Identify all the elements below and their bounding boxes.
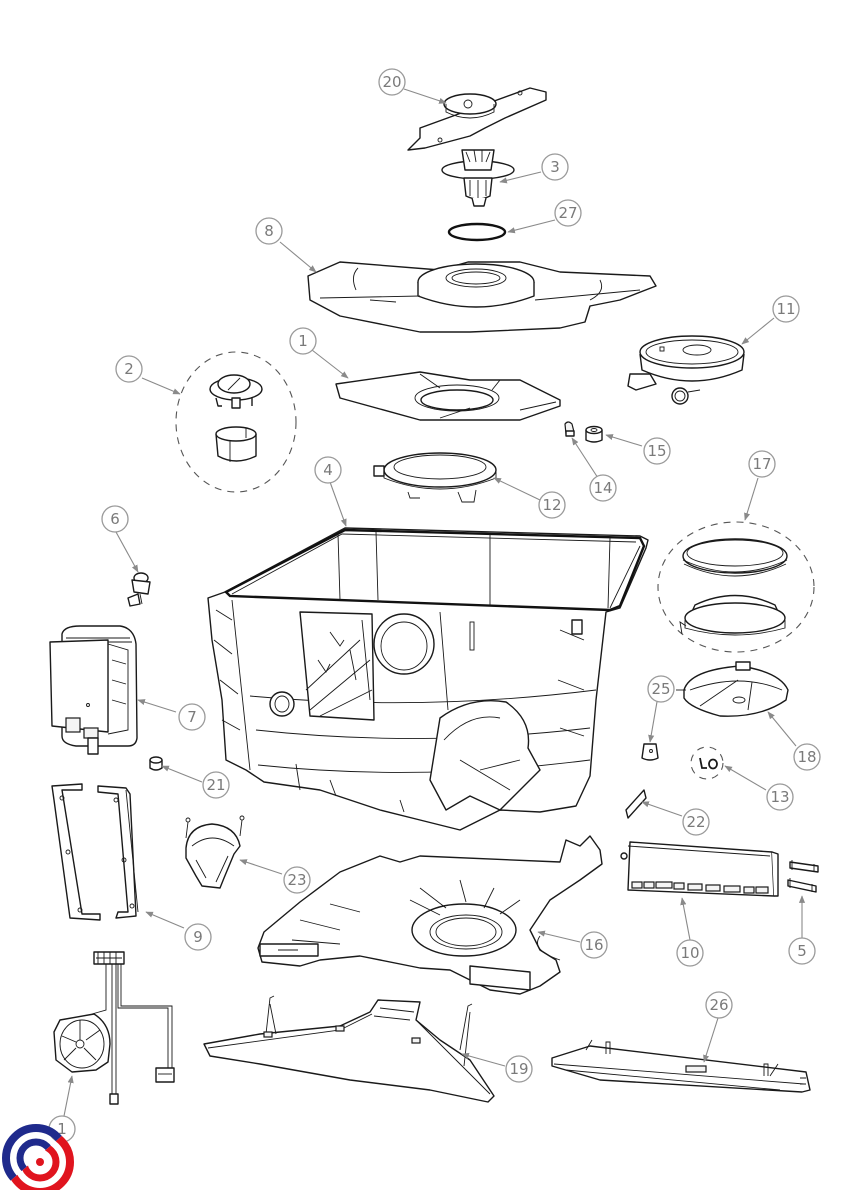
callout-15[interactable]: 15 [643, 437, 671, 465]
callout-14[interactable]: 14 [589, 474, 617, 502]
part-upper-spray-arm[interactable] [407, 87, 547, 151]
callout-4[interactable]: 4 [314, 456, 342, 484]
part-front-support[interactable] [203, 995, 495, 1103]
callout-label: 16 [584, 936, 603, 954]
callout-label: 26 [709, 996, 728, 1014]
callout-22[interactable]: 22 [682, 808, 710, 836]
part-wash-pump[interactable] [627, 335, 745, 405]
part-toe-kick[interactable] [551, 1039, 811, 1093]
part-filter-cup-kit[interactable] [175, 351, 297, 493]
callout-13[interactable]: 13 [766, 783, 794, 811]
callout-label: 4 [323, 461, 333, 479]
part-sump-cover[interactable] [676, 661, 789, 717]
callout-label: 27 [558, 204, 577, 222]
callout-label: 22 [686, 813, 705, 831]
callout-26[interactable]: 26 [705, 991, 733, 1019]
part-clip[interactable] [641, 743, 659, 761]
brand-logo [2, 1124, 74, 1190]
callout-17[interactable]: 17 [748, 450, 776, 478]
part-vent-valve[interactable] [127, 572, 151, 607]
callout-27[interactable]: 27 [554, 199, 582, 227]
callout-label: 7 [187, 708, 197, 726]
part-nut[interactable] [149, 756, 163, 771]
part-grommet[interactable] [564, 421, 575, 437]
part-spray-arm-hub[interactable] [441, 149, 515, 207]
part-seal-kit[interactable] [657, 521, 815, 653]
callout-23[interactable]: 23 [283, 866, 311, 894]
callout-label: 9 [193, 928, 203, 946]
callout-7[interactable]: 7 [178, 703, 206, 731]
callout-10[interactable]: 10 [676, 939, 704, 967]
callout-label: 20 [382, 73, 401, 91]
callout-label: 6 [110, 510, 120, 528]
callout-12[interactable]: 12 [538, 491, 566, 519]
part-spring-clip-kit[interactable] [690, 746, 724, 780]
part-o-ring[interactable] [447, 222, 507, 242]
callout-label: 2 [124, 360, 134, 378]
callout-9[interactable]: 9 [184, 923, 212, 951]
callout-label: 23 [287, 871, 306, 889]
callout-5[interactable]: 5 [788, 937, 816, 965]
callout-label: 19 [509, 1060, 528, 1078]
part-drain-pump-harness[interactable] [53, 951, 175, 1105]
callout-18[interactable]: 18 [793, 743, 821, 771]
callout-11[interactable]: 11 [772, 295, 800, 323]
callout-label: 1 [298, 332, 308, 350]
callout-label: 13 [770, 788, 789, 806]
part-control-board-housing[interactable] [49, 625, 138, 755]
callout-2[interactable]: 2 [115, 355, 143, 383]
part-lower-spray-arm[interactable] [307, 261, 657, 333]
callout-label: 3 [550, 158, 560, 176]
callout-8[interactable]: 8 [255, 217, 283, 245]
callout-19[interactable]: 19 [505, 1055, 533, 1083]
leader-lines [63, 88, 806, 1117]
part-tub[interactable] [207, 527, 649, 831]
part-hose-clamp-bracket[interactable] [185, 815, 245, 889]
callout-label: 25 [651, 680, 670, 698]
callout-label: 8 [264, 222, 274, 240]
callout-21[interactable]: 21 [202, 771, 230, 799]
callout-25[interactable]: 25 [647, 675, 675, 703]
callout-label: 18 [797, 748, 816, 766]
callout-label: 15 [647, 442, 666, 460]
part-hinge-pins[interactable] [787, 860, 819, 893]
callout-label: 10 [680, 944, 699, 962]
callout-label: 11 [776, 300, 795, 318]
part-label-plate[interactable] [625, 789, 647, 819]
part-sump-ring[interactable] [373, 452, 497, 503]
callout-label: 1 [57, 1120, 67, 1138]
callout-6[interactable]: 6 [101, 505, 129, 533]
callout-1[interactable]: 1 [289, 327, 317, 355]
part-user-interface-module[interactable] [620, 841, 779, 897]
callout-label: 17 [752, 455, 771, 473]
part-fine-filter[interactable] [335, 371, 561, 421]
callout-3[interactable]: 3 [541, 153, 569, 181]
callout-20[interactable]: 20 [378, 68, 406, 96]
callout-label: 21 [206, 776, 225, 794]
callout-16[interactable]: 16 [580, 931, 608, 959]
part-side-brackets[interactable] [51, 783, 139, 921]
part-bushing[interactable] [585, 425, 603, 443]
callout-label: 12 [542, 496, 561, 514]
callout-label: 14 [593, 479, 612, 497]
part-base[interactable] [257, 835, 603, 995]
callout-label: 5 [797, 942, 807, 960]
